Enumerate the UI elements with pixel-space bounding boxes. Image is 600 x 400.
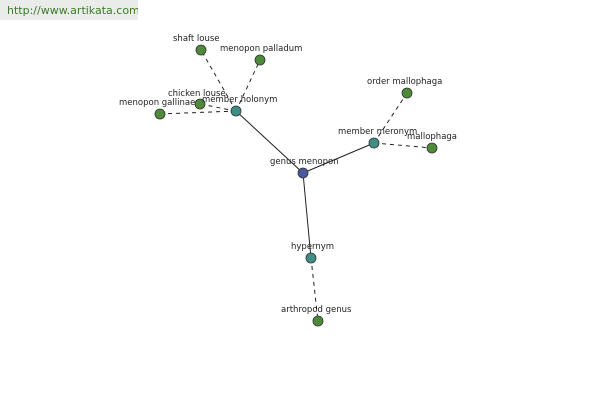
node-holonym[interactable] (230, 105, 242, 117)
node-chicken[interactable] (194, 98, 206, 110)
labels-layer: genus menopon member holonym member merony… (119, 34, 457, 315)
edge-meronym-mallophaga (373, 142, 433, 149)
node-mallophaga[interactable] (426, 142, 438, 154)
source-url-link[interactable]: http://www.artikata.com (0, 0, 138, 20)
node-label-holonym[interactable]: member holonym (202, 95, 277, 105)
node-meronym[interactable] (368, 137, 380, 149)
node-label-center[interactable]: genus menopon (270, 157, 339, 167)
edge-hypernym-arthropod (310, 257, 319, 322)
edges-layer (159, 49, 433, 322)
edge-holonym-shaft (200, 49, 237, 112)
edge-center-meronym (302, 142, 375, 174)
edge-center-hypernym (302, 172, 312, 259)
nodes-layer (154, 44, 438, 327)
edge-center-holonym (235, 110, 304, 174)
node-label-shaft[interactable]: shaft louse (173, 34, 220, 44)
node-shaft[interactable] (195, 44, 207, 56)
node-palladum[interactable] (254, 54, 266, 66)
node-label-gallinae[interactable]: menopon gallinae (119, 98, 195, 108)
node-label-palladum[interactable]: menopon palladum (220, 44, 302, 54)
node-arthropod[interactable] (312, 315, 324, 327)
edge-holonym-chicken (199, 103, 237, 112)
node-label-meronym[interactable]: member meronym (338, 127, 417, 137)
node-label-chicken[interactable]: chicken louse (168, 89, 226, 99)
node-hypernym[interactable] (305, 252, 317, 264)
edge-holonym-palladum (235, 59, 261, 112)
node-label-arthropod[interactable]: arthropod genus (281, 305, 352, 315)
node-label-mallophaga[interactable]: mallophaga (407, 132, 457, 142)
node-label-order[interactable]: order mallophaga (367, 77, 442, 87)
node-label-hypernym[interactable]: hypernym (291, 242, 334, 252)
edge-meronym-order (373, 92, 408, 144)
node-center[interactable] (297, 167, 309, 179)
edge-holonym-gallinae (159, 110, 237, 115)
node-order[interactable] (401, 87, 413, 99)
node-gallinae[interactable] (154, 108, 166, 120)
